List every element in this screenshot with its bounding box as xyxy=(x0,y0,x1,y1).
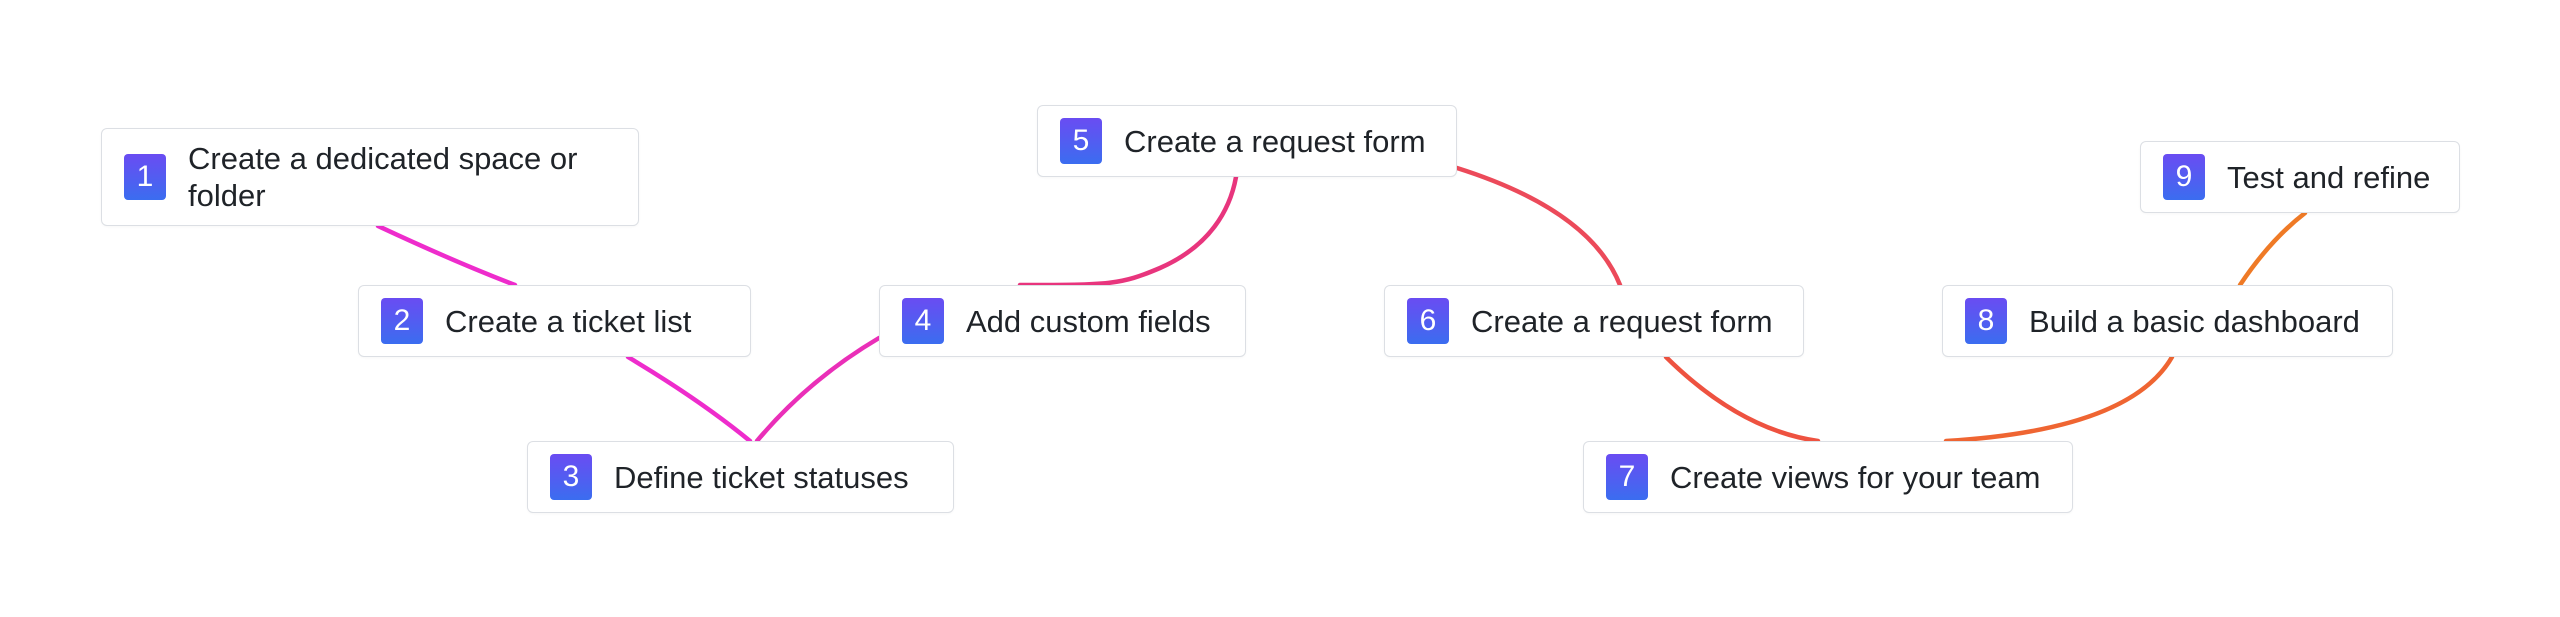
step-number-badge-2: 2 xyxy=(381,298,423,344)
step-number-badge-9: 9 xyxy=(2163,154,2205,200)
step-card-2[interactable]: 2 Create a ticket list xyxy=(358,285,751,357)
connector-5-6 xyxy=(1454,165,1623,288)
step-number-badge-6: 6 xyxy=(1407,298,1449,344)
step-number-badge-3: 3 xyxy=(550,454,592,500)
step-number-badge-8: 8 xyxy=(1965,298,2007,344)
step-card-4[interactable]: 4 Add custom fields xyxy=(879,285,1246,357)
step-number-badge-4: 4 xyxy=(902,298,944,344)
step-card-8[interactable]: 8 Build a basic dashboard xyxy=(1942,285,2393,357)
connector-1-2 xyxy=(375,223,518,288)
step-card-1[interactable]: 1 Create a dedicated space or folder xyxy=(101,128,639,226)
step-label-1: Create a dedicated space or folder xyxy=(188,141,578,213)
step-card-6[interactable]: 6 Create a request form xyxy=(1384,285,1804,357)
step-card-9[interactable]: 9 Test and refine xyxy=(2140,141,2460,213)
step-card-5[interactable]: 5 Create a request form xyxy=(1037,105,1457,177)
step-label-7: Create views for your team xyxy=(1670,459,2041,495)
connector-8-9 xyxy=(2237,210,2308,288)
step-number-badge-7: 7 xyxy=(1606,454,1648,500)
connector-3-4 xyxy=(754,335,882,444)
connector-7-8 xyxy=(1943,354,2175,444)
step-label-6: Create a request form xyxy=(1471,303,1773,339)
step-label-2: Create a ticket list xyxy=(445,303,692,339)
step-label-8: Build a basic dashboard xyxy=(2029,303,2360,339)
connector-6-7 xyxy=(1663,354,1821,444)
step-label-9: Test and refine xyxy=(2227,159,2431,195)
step-label-4: Add custom fields xyxy=(966,303,1211,339)
step-number-badge-1: 1 xyxy=(124,154,166,200)
connector-2-3 xyxy=(625,354,753,444)
step-number-badge-5: 5 xyxy=(1060,118,1102,164)
step-label-3: Define ticket statuses xyxy=(614,459,909,495)
step-label-5: Create a request form xyxy=(1124,123,1426,159)
step-card-3[interactable]: 3 Define ticket statuses xyxy=(527,441,954,513)
connector-4-5 xyxy=(1017,174,1239,288)
step-card-7[interactable]: 7 Create views for your team xyxy=(1583,441,2073,513)
